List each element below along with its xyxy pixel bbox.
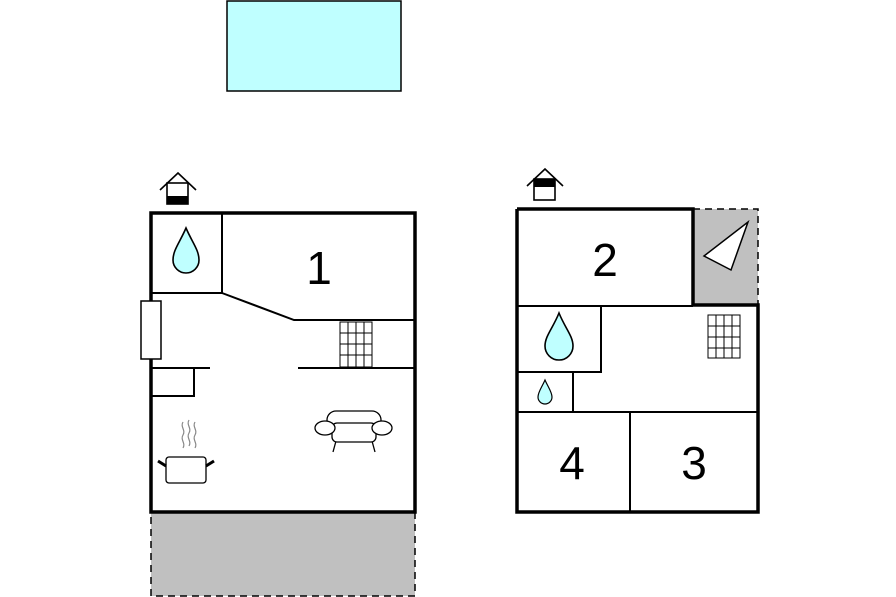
ground-floor: 1 bbox=[140, 171, 417, 597]
small-water-drop-icon bbox=[537, 378, 553, 405]
water-drop-icon bbox=[544, 310, 574, 361]
room-number-2: 2 bbox=[592, 234, 618, 286]
stairs-icon bbox=[707, 314, 741, 359]
balcony-dashed-edge bbox=[693, 208, 759, 305]
room-number-1: 1 bbox=[306, 242, 332, 294]
kitchen-counter-box bbox=[151, 368, 195, 397]
room-number-3: 3 bbox=[681, 437, 707, 489]
sofa-icon bbox=[314, 410, 393, 453]
ground-bathroom bbox=[150, 212, 223, 294]
window bbox=[140, 300, 162, 360]
terrace bbox=[150, 511, 416, 597]
house-entrance-icon bbox=[159, 171, 197, 205]
stairs-icon bbox=[339, 321, 373, 368]
ground-floor-outline bbox=[149, 211, 417, 514]
house-entrance-icon bbox=[526, 167, 564, 201]
upper-floor-outline bbox=[515, 207, 760, 514]
pool-area bbox=[226, 0, 402, 92]
balcony-flag-icon bbox=[702, 219, 750, 272]
room-number-4: 4 bbox=[559, 437, 585, 489]
upper-floor: 2 3 4 bbox=[515, 167, 760, 514]
cooking-pot-icon bbox=[157, 419, 215, 484]
partition-diagonal bbox=[221, 292, 415, 321]
water-drop-icon bbox=[172, 225, 200, 274]
